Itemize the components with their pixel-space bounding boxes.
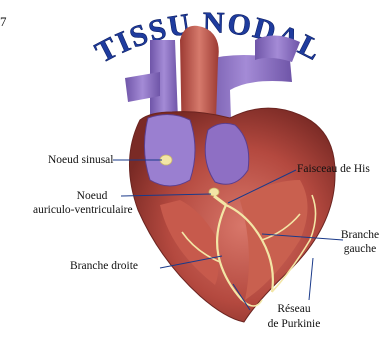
label-av-node-line2: auriculo-ventriculaire [33,204,133,217]
label-sinoatrial-node: Noeud sinusal [48,154,113,167]
label-bundle-of-his: Faisceau de His [297,163,370,176]
label-av-node-line1: Noeud [60,190,124,203]
label-purkinje-line2: de Purkinie [254,318,334,331]
label-left-branch-line1: Branche [331,229,389,242]
atrioventricular-node [209,188,219,196]
label-left-branch-line2: gauche [331,243,389,256]
label-right-branch: Branche droite [70,260,138,273]
label-purkinje-line1: Réseau [254,303,334,316]
right-atrium [144,114,195,186]
